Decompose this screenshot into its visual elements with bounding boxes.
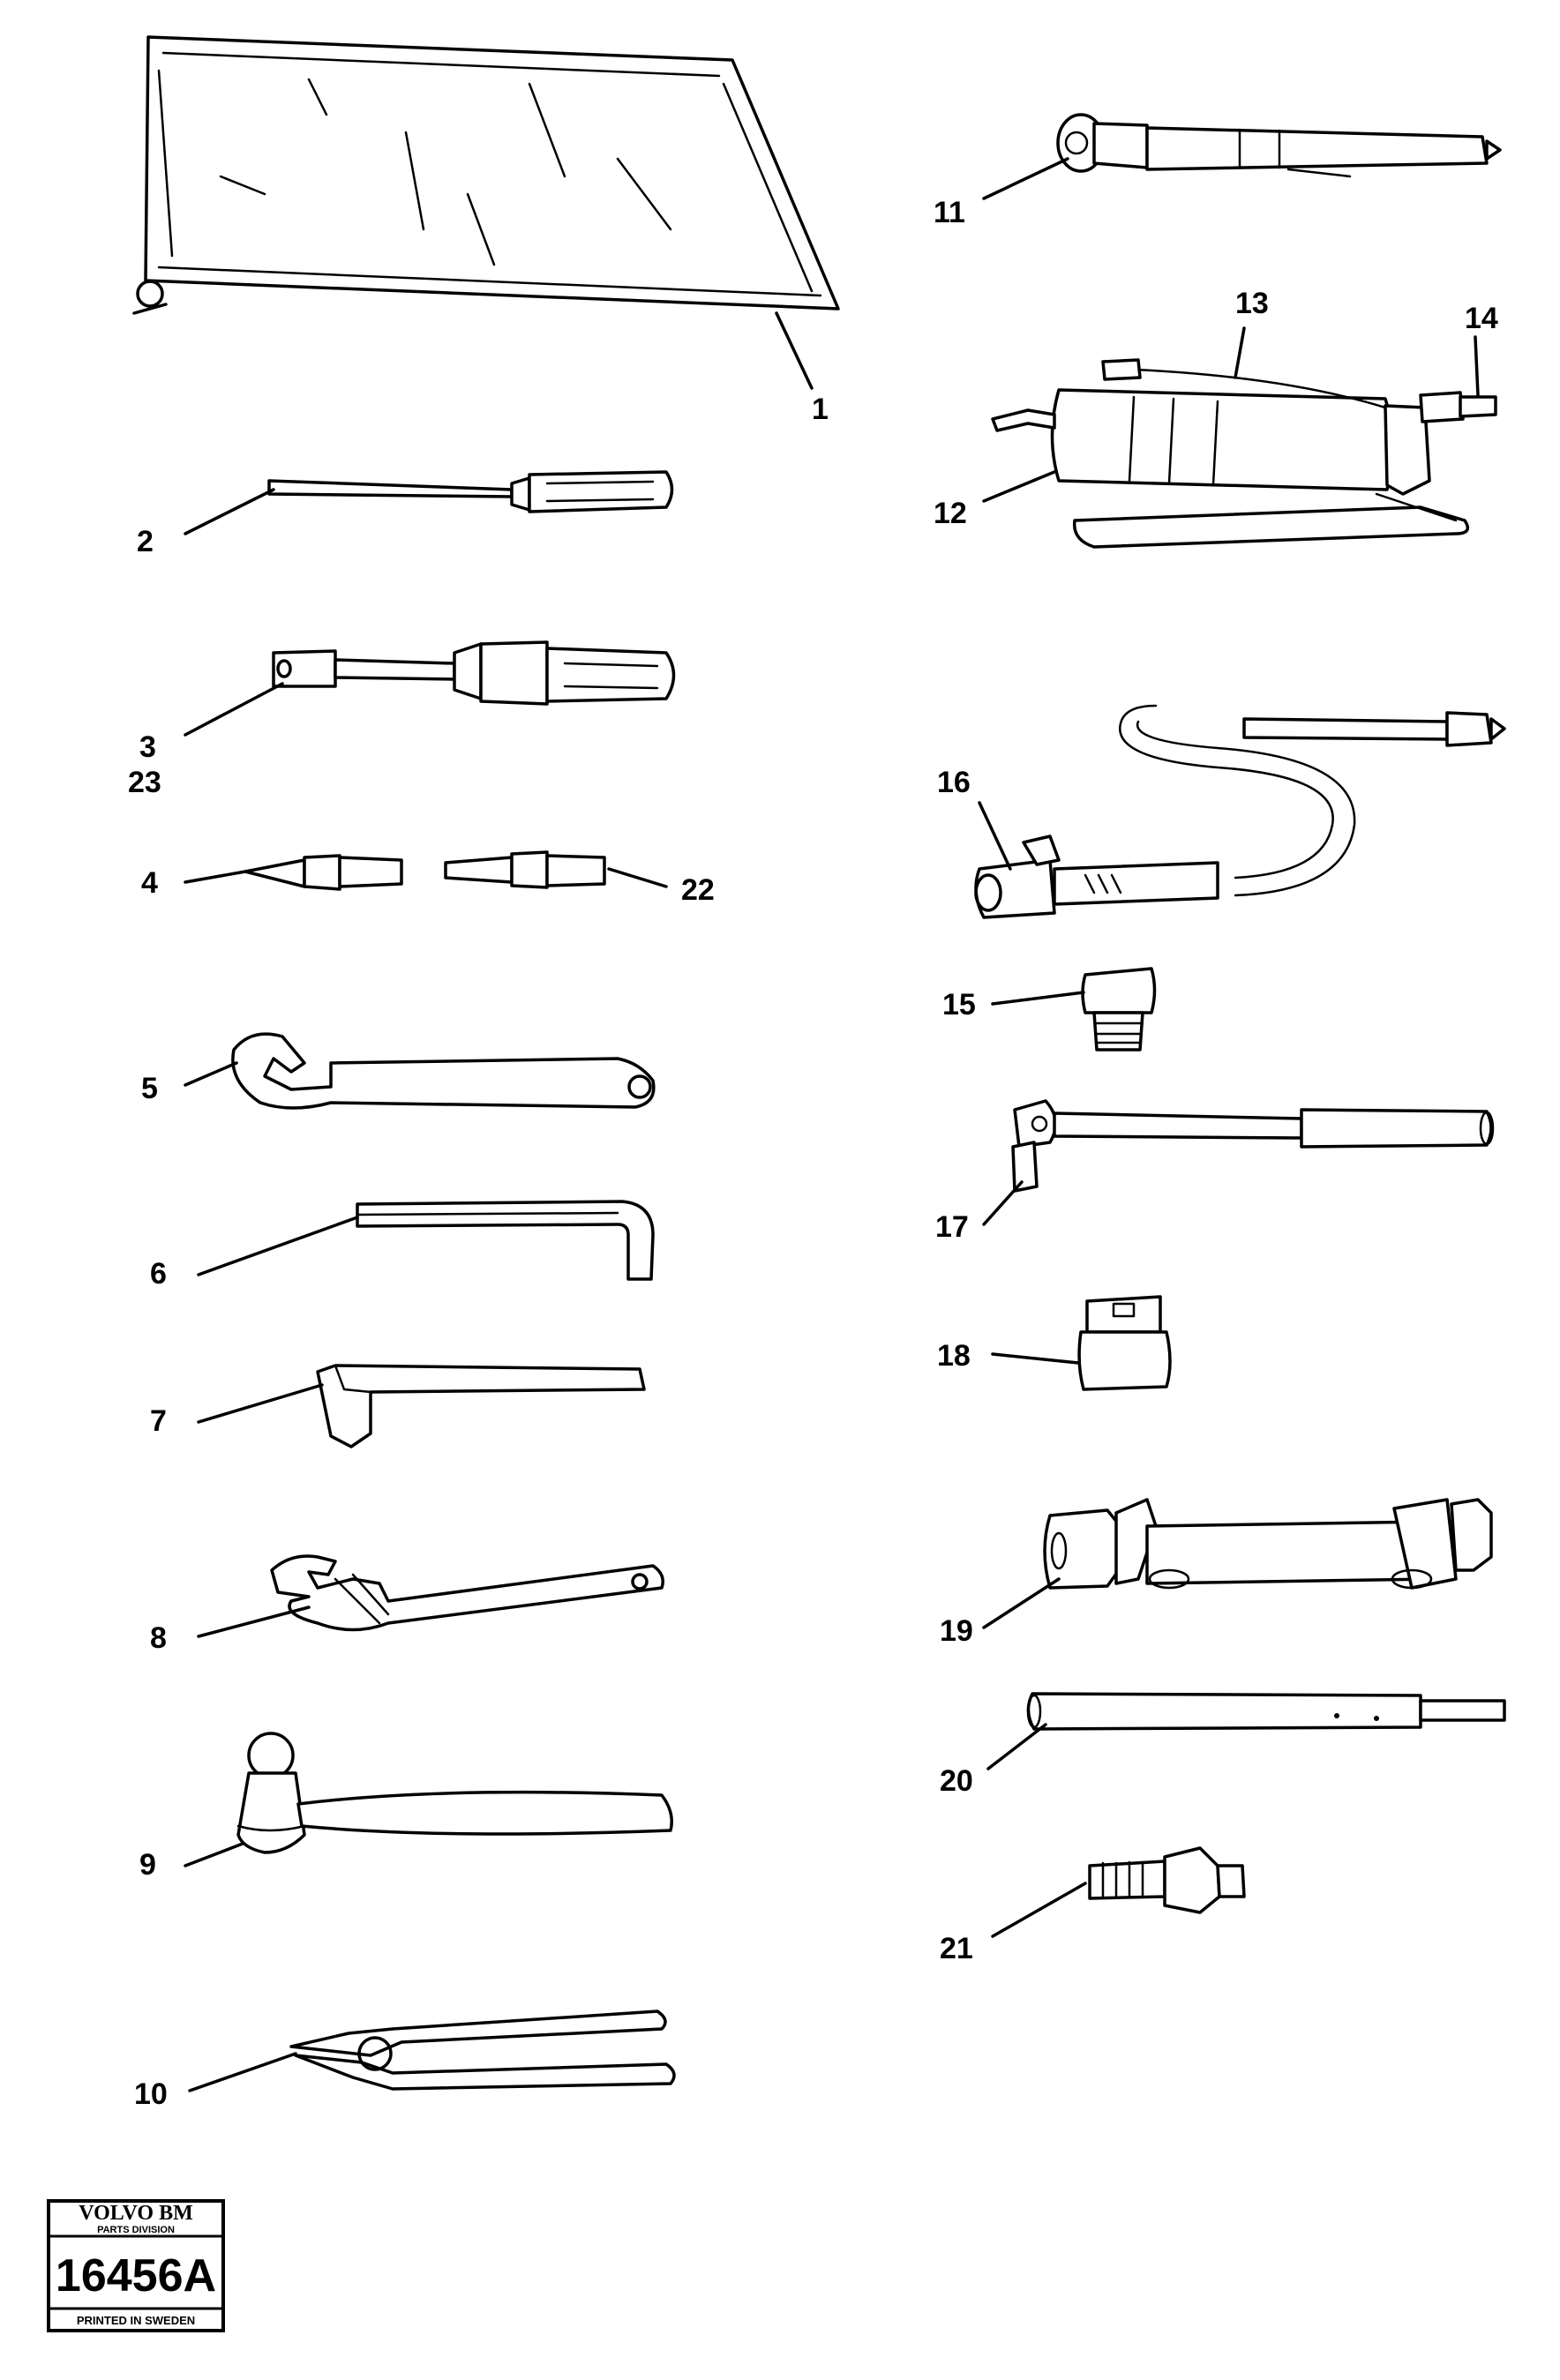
combination-wrench-drawing xyxy=(231,1032,656,1110)
leader-10 xyxy=(188,2052,297,2092)
stamp-division: PARTS DIVISION xyxy=(97,2225,175,2235)
leader-12 xyxy=(982,470,1056,503)
callout-2: 2 xyxy=(137,525,154,558)
callout-16: 16 xyxy=(937,766,971,799)
tommy-bar-drawing xyxy=(1026,1692,1506,1731)
leader-17 xyxy=(982,1180,1024,1226)
leader-18 xyxy=(991,1352,1080,1365)
grease-gun-drawing xyxy=(991,358,1497,549)
tool-bag-drawing xyxy=(132,35,840,315)
leader-21 xyxy=(991,1882,1087,1938)
leader-13 xyxy=(1234,326,1246,379)
leader-14 xyxy=(1474,335,1480,397)
phillips-bit-drawing xyxy=(244,854,403,891)
callout-11: 11 xyxy=(934,196,965,229)
callout-15: 15 xyxy=(942,988,976,1022)
callout-1: 1 xyxy=(812,393,829,426)
hex-key-short-drawing xyxy=(316,1364,646,1448)
grease-nipple-plug-drawing xyxy=(1081,967,1157,1052)
socket-drawing xyxy=(1077,1295,1172,1391)
volvo-bm-stamp: VOLVO BM PARTS DIVISION 16456A PRINTED I… xyxy=(47,2199,225,2332)
callout-10: 10 xyxy=(134,2077,168,2111)
callout-18: 18 xyxy=(937,1339,971,1373)
stamp-origin: PRINTED IN SWEDEN xyxy=(77,2314,195,2327)
callout-23: 23 xyxy=(128,766,161,799)
stamp-number: 16456A xyxy=(56,2250,216,2301)
leader-19 xyxy=(982,1577,1061,1629)
grease-coupler-hose-drawing xyxy=(974,704,1506,919)
callout-21: 21 xyxy=(940,1932,973,1965)
callout-20: 20 xyxy=(940,1764,973,1798)
leader-3 xyxy=(184,682,284,737)
hex-key-long-drawing xyxy=(356,1200,655,1281)
leader-8 xyxy=(197,1605,311,1638)
leader-22 xyxy=(607,867,668,888)
callout-9: 9 xyxy=(139,1848,156,1882)
callout-5: 5 xyxy=(141,1072,158,1105)
leader-20 xyxy=(986,1723,1047,1770)
callout-14: 14 xyxy=(1465,302,1498,335)
tire-gauge-drawing xyxy=(1056,113,1502,178)
adjustable-wrench-drawing xyxy=(270,1554,664,1632)
callout-22: 22 xyxy=(681,873,715,907)
box-spanner-drawing xyxy=(1043,1498,1493,1590)
leader-5 xyxy=(184,1061,238,1087)
pliers-drawing xyxy=(289,2010,676,2091)
leader-2 xyxy=(184,488,275,535)
callout-4: 4 xyxy=(141,866,158,900)
socket-handle-drawing xyxy=(1011,1099,1495,1193)
callout-19: 19 xyxy=(940,1614,973,1648)
leader-9 xyxy=(184,1842,244,1867)
leader-6 xyxy=(197,1216,359,1276)
flat-bit-drawing xyxy=(444,850,606,889)
ball-peen-hammer-drawing xyxy=(236,1732,673,1854)
leader-11 xyxy=(982,157,1069,200)
callout-13: 13 xyxy=(1235,287,1269,320)
callout-12: 12 xyxy=(934,497,967,530)
callout-17: 17 xyxy=(935,1210,969,1244)
callout-7: 7 xyxy=(150,1404,167,1438)
stamp-brand: VOLVO BM xyxy=(79,2202,193,2225)
callout-3: 3 xyxy=(139,730,156,764)
leader-16 xyxy=(978,801,1012,871)
callout-6: 6 xyxy=(150,1257,167,1291)
leader-15 xyxy=(991,991,1085,1006)
leader-4 xyxy=(184,870,247,884)
nut-driver-drawing xyxy=(272,640,676,706)
callout-8: 8 xyxy=(150,1621,167,1655)
adapter-bolt-drawing xyxy=(1088,1846,1246,1914)
leader-7 xyxy=(197,1383,324,1424)
leader-1 xyxy=(775,311,814,390)
screwdriver-drawing xyxy=(267,470,674,513)
